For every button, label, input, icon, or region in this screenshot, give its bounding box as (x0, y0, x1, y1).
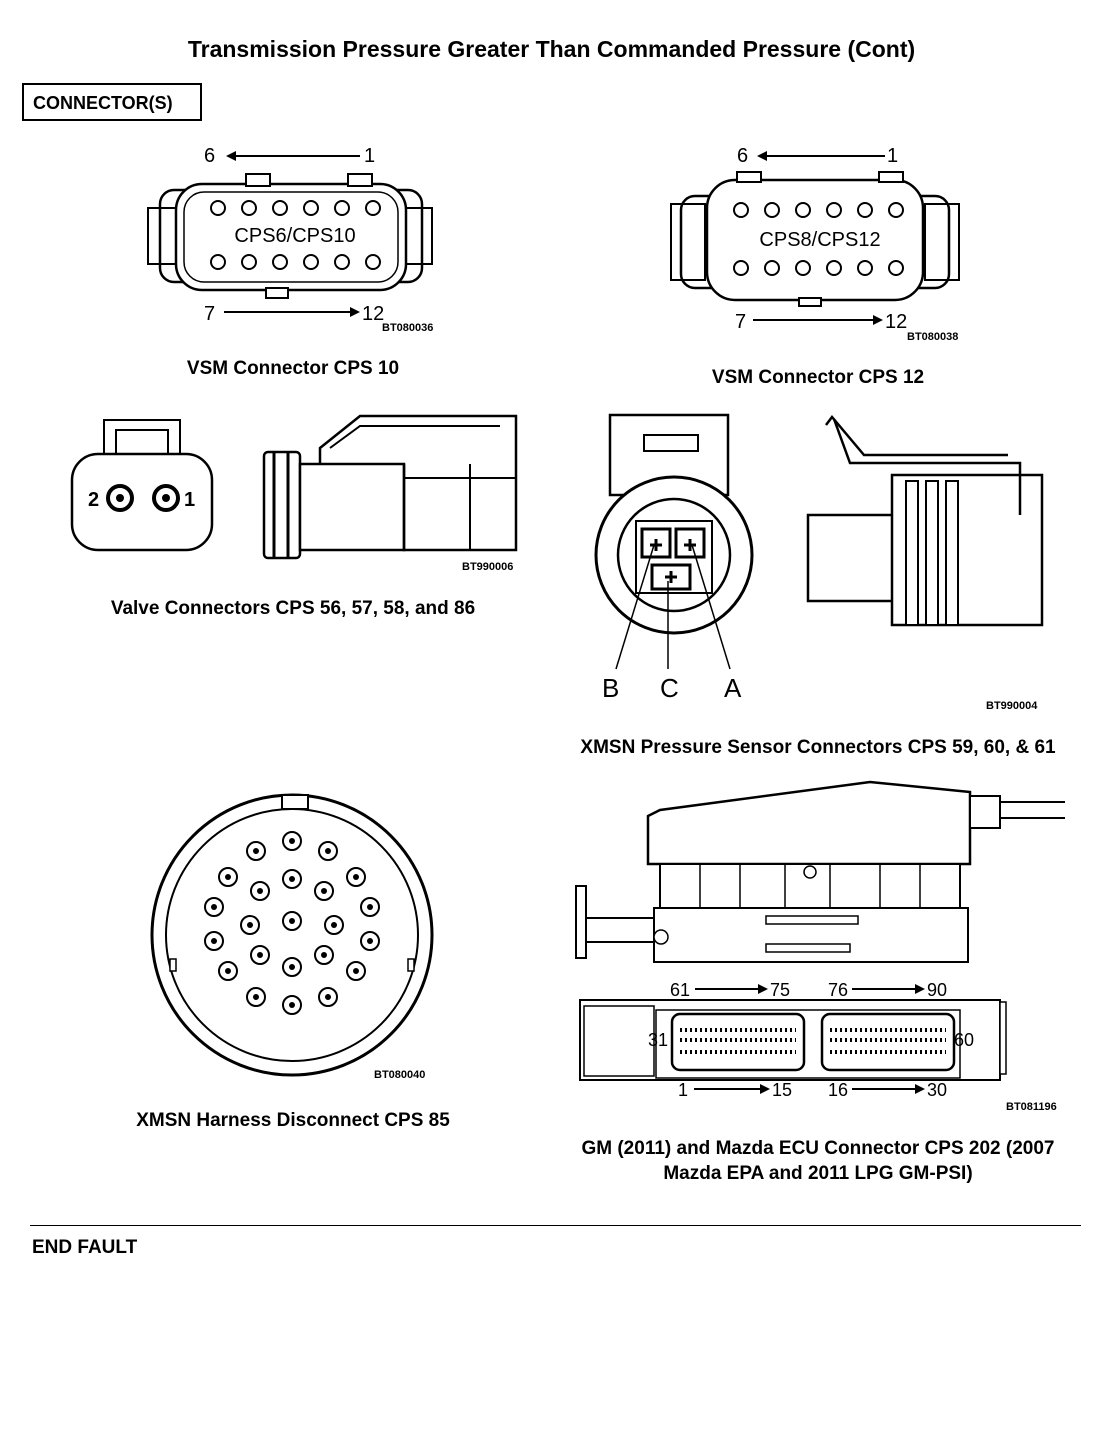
page-title: Transmission Pressure Greater Than Comma… (187, 36, 916, 62)
pin-label-16: 16 (828, 1080, 848, 1100)
pin-label-12: 12 (885, 311, 907, 333)
pin-label-7: 7 (735, 311, 746, 333)
figure-code: BT080038 (907, 331, 958, 343)
pin-label-c: C (660, 673, 679, 703)
figure-code: BT081196 (1006, 1101, 1057, 1113)
pin-label-6: 6 (737, 145, 748, 167)
connector-face-label: CPS8/CPS12 (759, 229, 880, 251)
harness-caption: XMSN Harness Disconnect CPS 85 (136, 1110, 450, 1131)
pin-label-61: 61 (670, 980, 690, 1000)
ecu-connector-diagram: 61 75 76 90 31 60 1 15 16 30 BT081196 (575, 780, 1065, 1113)
pin-label-1: 1 (678, 1080, 688, 1100)
vsm-cps12-caption: VSM Connector CPS 12 (711, 367, 925, 388)
section-label-connectors: CONNECTOR(S) (22, 83, 202, 121)
pin-label-7: 7 (204, 303, 215, 325)
pin-label-1: 1 (887, 145, 898, 167)
vsm-connector-cps12-diagram: 6 1 7 12 CPS8/CPS12 BT080038 (670, 145, 960, 343)
pin-label-75: 75 (770, 980, 790, 1000)
figure-code: BT080036 (382, 322, 433, 334)
pin-label-60: 60 (954, 1030, 974, 1050)
pin-label-2: 2 (88, 489, 99, 511)
divider (30, 1225, 1081, 1226)
pin-label-1: 1 (364, 145, 375, 167)
pin-label-15: 15 (772, 1080, 792, 1100)
ecu-caption-line2: Mazda EPA and 2011 LPG GM-PSI) (663, 1163, 973, 1184)
pin-label-31: 31 (648, 1030, 668, 1050)
valve-connector-diagram: 2 1 BT990006 (70, 414, 518, 573)
harness-disconnect-diagram: BT080040 (150, 793, 434, 1081)
pin-label-b: B (602, 673, 619, 703)
ecu-caption-line1: GM (2011) and Mazda ECU Connector CPS 20… (581, 1138, 1055, 1159)
end-fault-label: END FAULT (32, 1237, 138, 1258)
connector-face-label: CPS6/CPS10 (234, 225, 355, 247)
pressure-sensor-connector-diagram: B C A BT990004 (594, 413, 1044, 712)
pin-label-90: 90 (927, 980, 947, 1000)
pin-label-76: 76 (828, 980, 848, 1000)
pin-label-6: 6 (204, 145, 215, 167)
figure-code: BT990006 (462, 561, 513, 573)
figure-code: BT080040 (374, 1069, 425, 1081)
pin-label-12: 12 (362, 303, 384, 325)
vsm-cps10-caption: VSM Connector CPS 10 (186, 358, 400, 379)
vsm-connector-cps10-diagram: 6 1 7 12 CPS6/CPS10 BT080036 (147, 145, 433, 334)
pressure-sensor-caption: XMSN Pressure Sensor Connectors CPS 59, … (580, 737, 1056, 758)
pin-label-30: 30 (927, 1080, 947, 1100)
pin-label-a: A (724, 673, 742, 703)
figure-code: BT990004 (986, 700, 1038, 712)
valve-caption: Valve Connectors CPS 56, 57, 58, and 86 (110, 598, 476, 619)
pin-label-1: 1 (184, 489, 195, 511)
